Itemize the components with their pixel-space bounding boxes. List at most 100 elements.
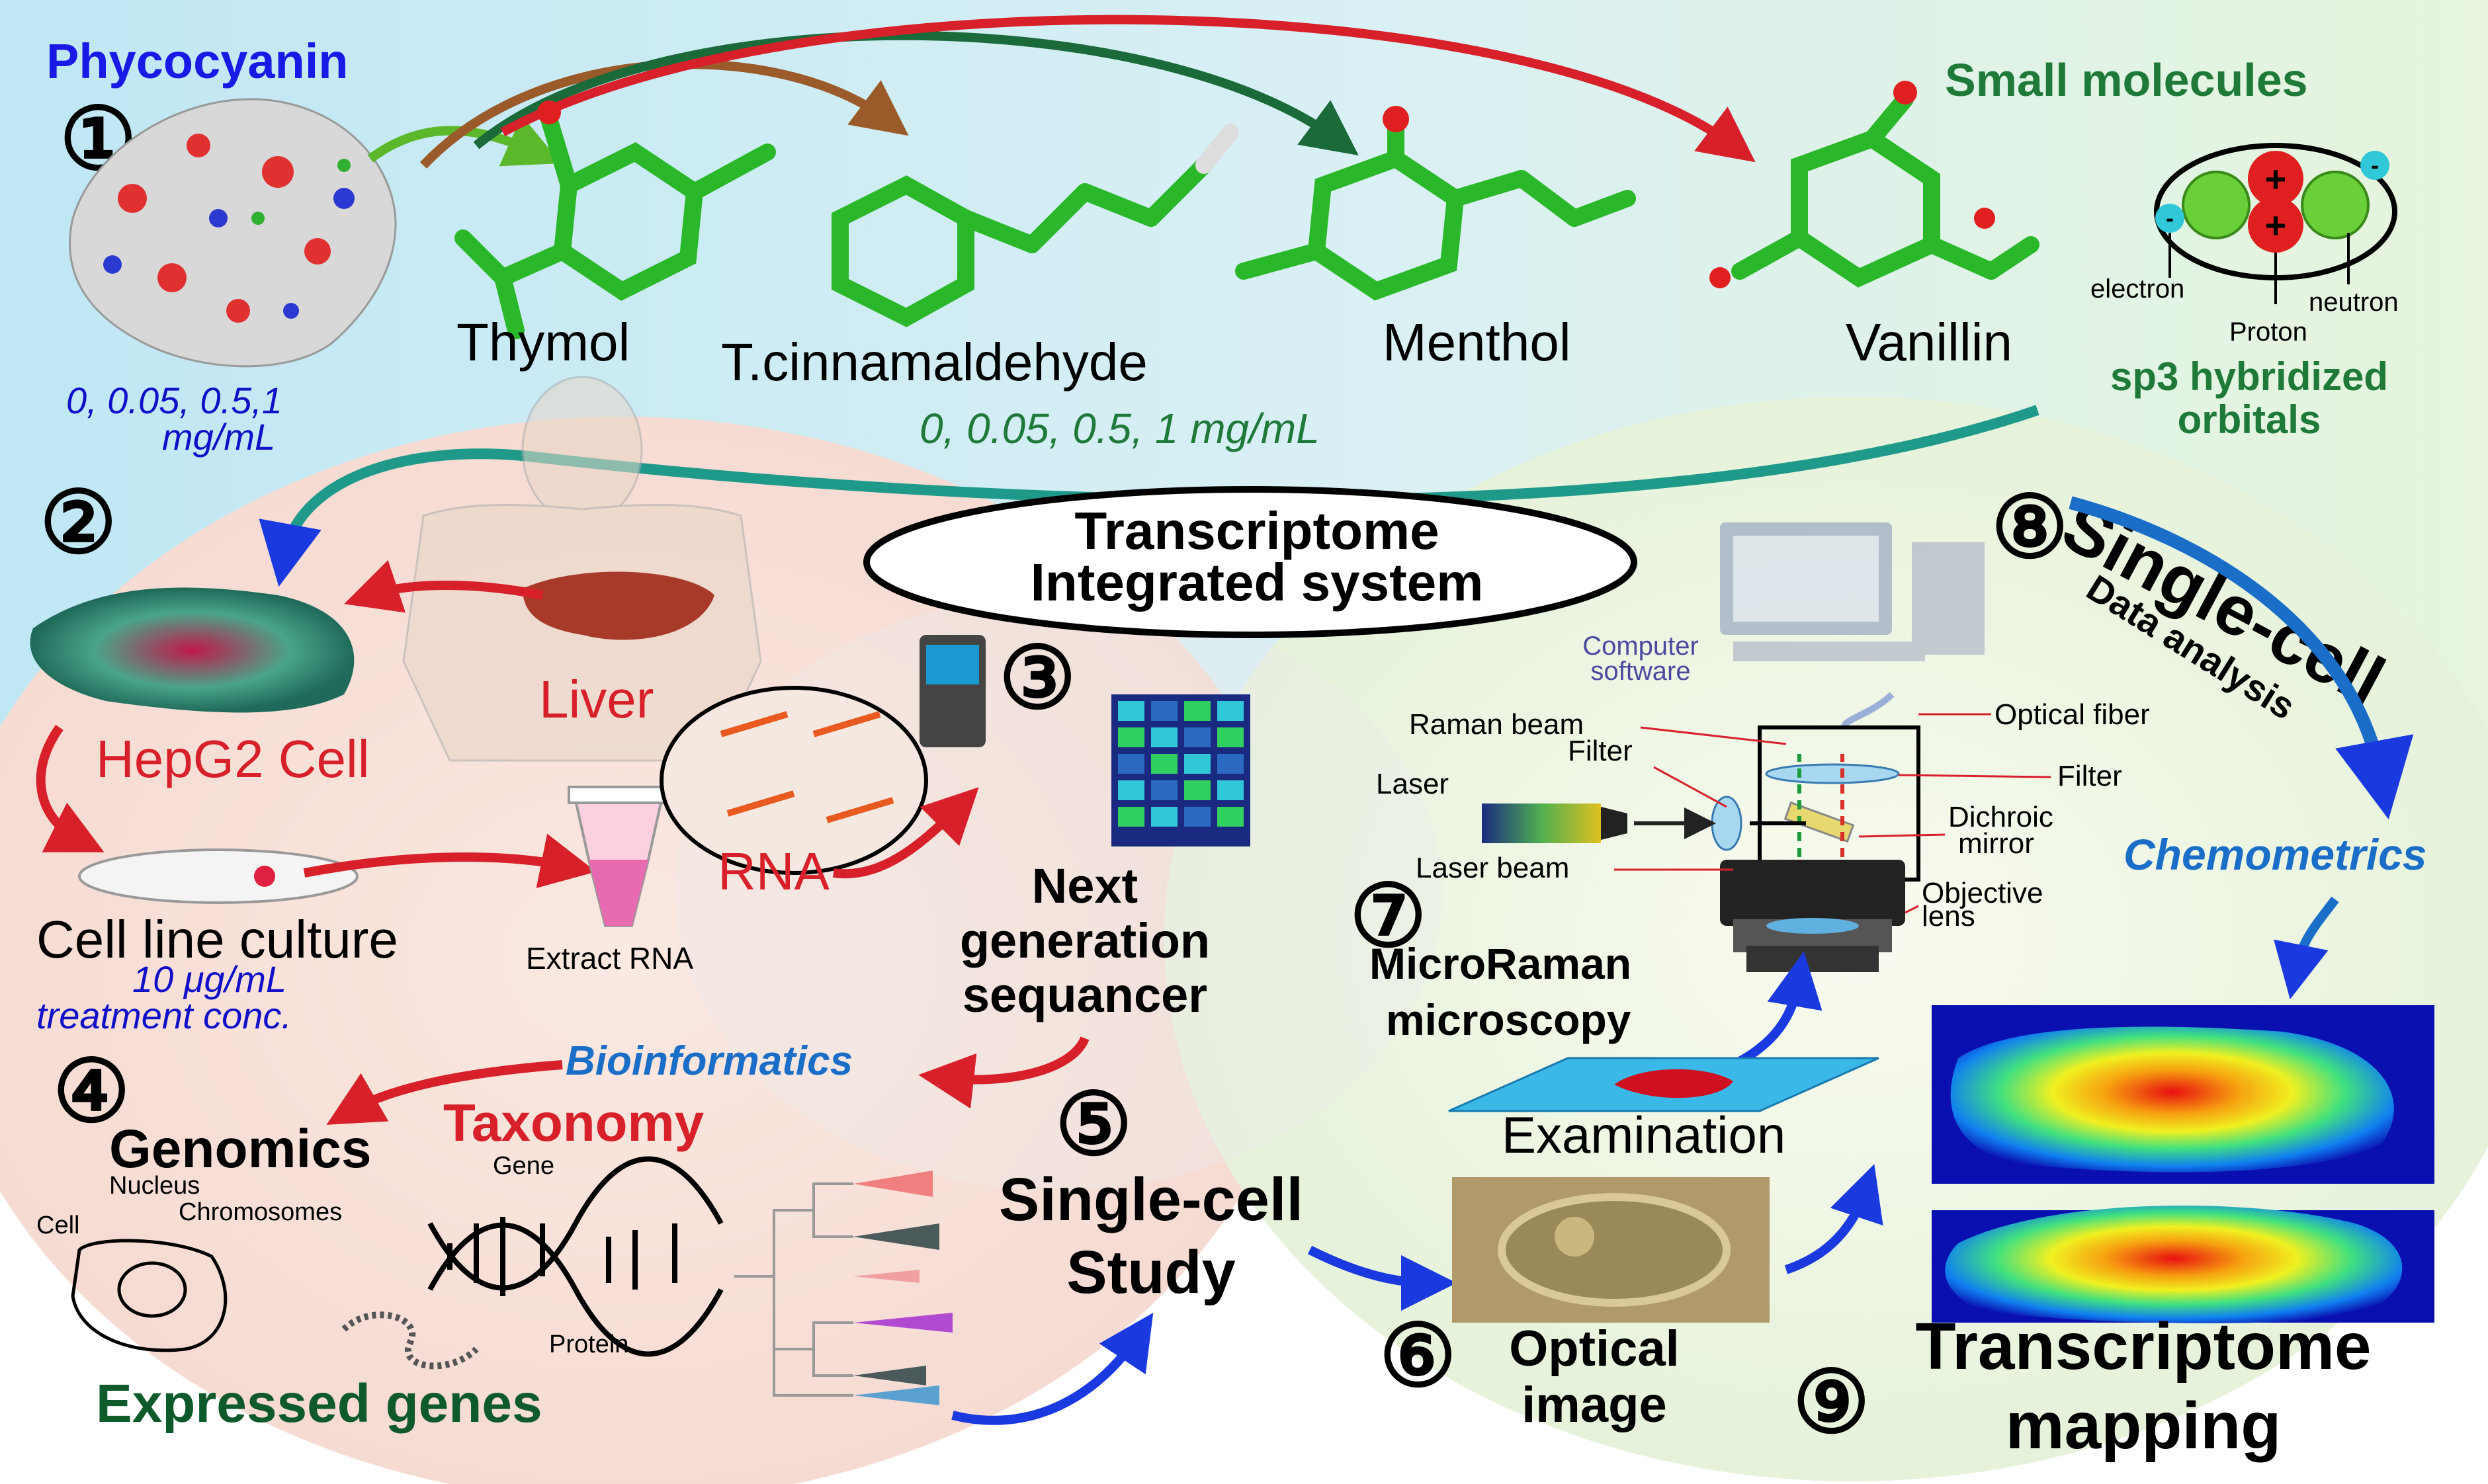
microraman-line1: MicroRaman [1369,939,1631,988]
examination-slide [1448,1057,1879,1112]
protein-chain-image [341,1311,479,1370]
small-molecules-title: Small molecules [1945,54,2308,106]
transcriptome-mapping-line2: mapping [2006,1389,2282,1463]
nucleus-label: Nucleus [109,1172,200,1200]
sweep-arrow [259,405,2039,587]
arrow-bioinfo-to-genomics [326,1060,563,1125]
vanillin-label: Vanillin [1846,313,2012,372]
hepg2-label: HepG2 Cell [96,729,370,788]
dichroic-mirror-shape [1783,801,1855,843]
step-2-number: ② [40,474,117,571]
laser-device [1482,804,1627,843]
chemometrics-label: Chemometrics [2123,830,2427,879]
computer-software-line2: software [1590,657,1690,686]
orbital-line-2: orbitals [2178,397,2321,442]
protein-label: Protein [549,1331,628,1358]
extract-rna-label: Extract RNA [526,941,693,975]
arrow-study-to-optical [1307,1245,1457,1311]
objective-line2: lens [1922,900,1975,932]
single-cell-study-line1: Single-cell [999,1166,1303,1233]
phylogenetic-tree [734,1171,953,1405]
treatment-concentration: 10 μg/mL [132,958,286,1000]
computer-image [1720,522,1985,661]
filter-left-label: Filter [1568,735,1633,767]
transcriptome-oval [863,486,1637,638]
arrow-liver-to-cell [344,559,544,613]
electron-minus-right: - [2371,151,2379,179]
sequence-heatmap-grid [1111,694,1250,846]
genomics-label: Genomics [109,1119,371,1179]
sequencer-line1: Next [1032,858,1138,913]
computer-software-line1: Computer [1582,632,1699,661]
laser-beam-label: Laser beam [1416,852,1569,884]
arrow-tree-to-study [951,1313,1154,1425]
dna-helix-image [427,1156,724,1357]
cinnamaldehyde-molecule [832,124,1239,327]
step-5-number: ⑤ [1055,1076,1133,1173]
transcriptome-map-upper [1932,1005,2434,1184]
curved-blue-arrow [2069,496,2414,820]
optical-line1: Optical [1509,1321,1680,1377]
chromosomes-label: Chromosomes [179,1198,342,1226]
expressed-genes-label: Expressed genes [96,1374,542,1434]
proton-label: Proton [2229,317,2307,347]
arrow-dish-to-tube [303,833,597,888]
sequencer-line2: generation [960,913,1210,968]
cell-label: Cell [36,1212,79,1239]
optical-fiber-label: Optical fiber [1995,698,2150,731]
electron-minus-left: - [2166,204,2174,231]
microraman-line2: microscopy [1386,995,1631,1044]
transcriptome-title-line2: Integrated system [1031,553,1484,612]
step-4-number: ④ [53,1043,130,1139]
proton-plus-top: + [2265,158,2287,200]
dichroic-line2: mirror [1958,827,2034,860]
step-9-number: ⑨ [1793,1354,1870,1450]
electron-label: electron [2090,274,2184,304]
cinnamaldehyde-label: T.cinnamaldehyde [721,333,1148,392]
transcriptome-title-line1: Transcriptome [1074,501,1439,560]
proton-plus-bottom: + [2265,204,2287,246]
arrow-rna-to-sequencer [833,787,979,879]
rna-label: RNA [718,842,830,901]
phycocyanin-unit: mg/mL [162,416,275,458]
optical-fiber-cable [1841,692,1895,730]
optical-line2: image [1522,1377,1667,1433]
raman-beam-label: Raman beam [1409,708,1584,741]
examination-label: Examination [1502,1106,1785,1164]
filter-right-label: Filter [2057,760,2122,792]
bioinformatics-label: Bioinformatics [566,1038,853,1084]
hepg2-cell-image [30,587,355,713]
cell-nucleus-sketch [71,1239,228,1352]
molecule-concentration: 0, 0.05, 0.5, 1 mg/mL [920,405,1320,452]
treatment-label: treatment conc. [36,995,292,1036]
arrow-sequencer-to-bioinfo [918,1036,1090,1109]
culture-label: Cell line culture [36,910,398,969]
sequencer-line3: sequancer [963,968,1207,1022]
arrow-optical-to-map [1784,1164,1883,1274]
transcriptome-map-lower [1932,1205,2434,1323]
culture-dish-image [78,848,359,904]
optical-image-photo [1452,1177,1770,1323]
thymol-molecule [454,101,776,339]
rna-tube-image [568,786,669,927]
transcriptome-mapping-line1: Transcriptome [1915,1309,2371,1383]
gene-label: Gene [493,1152,554,1180]
step-3-number: ③ [999,630,1076,726]
arrow-to-menthol [473,30,1359,155]
step-8-number: ⑧ [1991,479,2069,575]
focusing-lens [1711,796,1742,851]
objective-line1: Objective [1922,877,2043,909]
phycocyanin-title: Phycocyanin [46,34,349,89]
rna-strands [720,711,894,823]
menthol-label: Menthol [1383,313,1571,372]
liver-label: Liver [539,670,654,729]
taxonomy-label: Taxonomy [443,1093,705,1152]
step-7-number: ⑦ [1350,868,1427,964]
liver-image [523,571,714,640]
arrow-to-vanillin [500,15,1756,163]
atom-diagram: + + - - [2154,143,2397,304]
orbital-line-1: sp3 hybridized [2110,354,2388,399]
phycocyanin-protein-image [69,98,397,368]
arrow-cell-to-dish [36,724,105,852]
